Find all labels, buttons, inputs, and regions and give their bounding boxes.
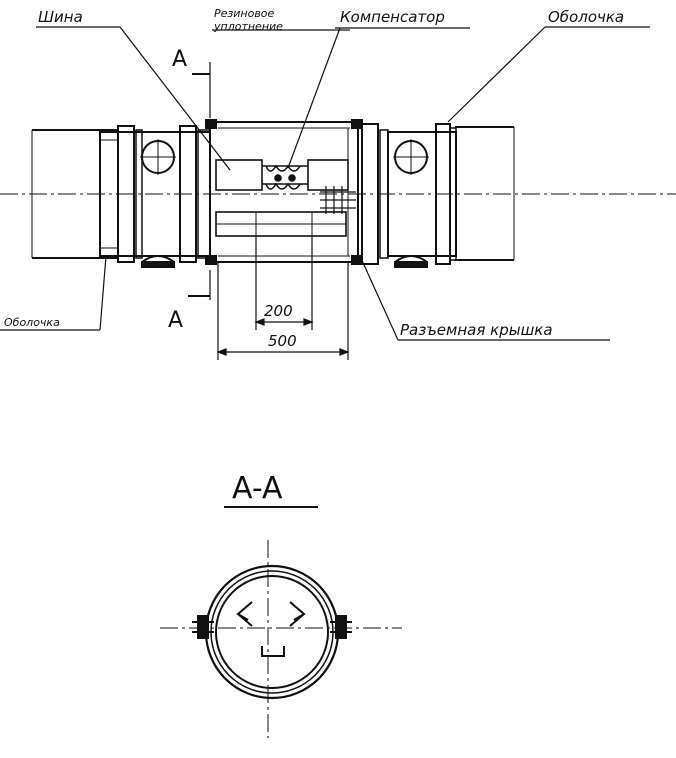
label-shell-top: Оболочка	[548, 8, 624, 26]
label-split-cover: Разъемная крышка	[400, 321, 553, 339]
label-rubber-seal-2: уплотнение	[213, 20, 283, 33]
flange-right	[330, 615, 352, 639]
section-marker-bottom: A	[168, 308, 183, 333]
section-view	[160, 540, 402, 738]
label-compensator: Компенсатор	[340, 8, 445, 26]
dimension-500: 500	[268, 332, 297, 350]
label-shell-left: Оболочка	[4, 316, 60, 329]
section-cut-line	[188, 62, 211, 300]
section-marker-top: A	[172, 47, 187, 72]
flange-left	[192, 615, 214, 639]
dimension-200: 200	[264, 302, 293, 320]
label-rubber-seal-1: Резиновое	[214, 7, 275, 20]
bus-bars	[215, 159, 356, 237]
left-shell-sleeve	[99, 125, 211, 268]
section-title: A-A	[232, 471, 283, 506]
label-bus: Шина	[38, 8, 83, 26]
leader-lines	[0, 26, 650, 341]
right-shell-sleeve	[361, 123, 457, 268]
side-view	[0, 26, 676, 360]
dimension-lines	[216, 236, 350, 360]
bus-conductors-section	[236, 601, 306, 657]
